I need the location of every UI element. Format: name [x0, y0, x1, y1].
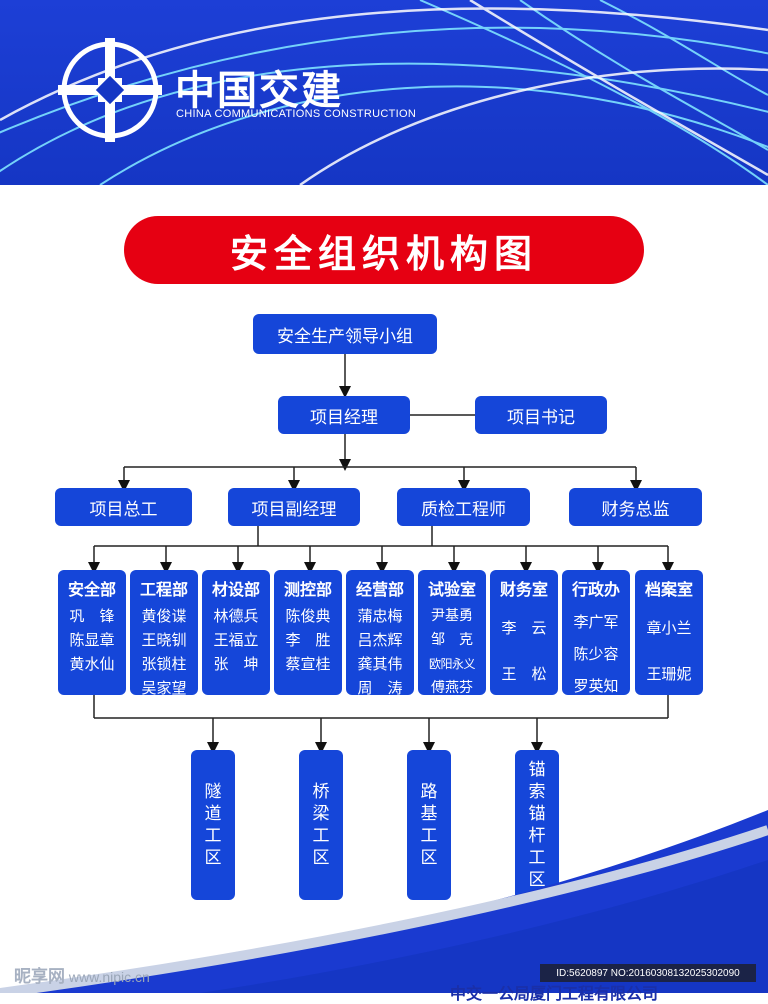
dept-member: 李广军 — [573, 613, 619, 631]
dept-name: 安全部 — [67, 580, 116, 599]
leadership-group-box: 安全生产领导小组 — [253, 314, 437, 354]
zone-bridge: 桥梁工区 — [299, 750, 343, 900]
dept-archives: 档案室 章小兰 王珊妮 — [635, 570, 703, 695]
image-id-strip: ID:5620897 NO:20160308132025302090 — [540, 964, 756, 982]
dept-member: 王 松 — [501, 665, 547, 683]
footer-company: 中交一公局厦门工程有限公司 — [450, 984, 659, 1003]
dept-operations: 经营部 蒲忠梅 吕杰辉 龚其伟 周 涛 — [346, 570, 414, 697]
dept-member: 罗英知 — [573, 677, 619, 695]
dept-member: 陈显章 — [69, 631, 115, 649]
header-banner: 中国交建 CHINA COMMUNICATIONS CONSTRUCTION — [0, 0, 768, 185]
dept-name: 试验室 — [427, 580, 476, 599]
dept-survey: 测控部 陈俊典 李 胜 蔡宣桂 — [274, 570, 342, 695]
watermark-brand: 昵享网 — [14, 967, 65, 986]
dept-finance: 财务室 李 云 王 松 — [490, 570, 558, 695]
dept-materials: 材设部 林德兵 王福立 张 坤 — [202, 570, 270, 695]
zone-label: 锚索锚杆工区 — [528, 760, 546, 890]
zone-tunnel: 隧道工区 — [191, 750, 235, 900]
watermark-url: www.nipic.cn — [68, 969, 150, 985]
dept-member: 蒲忠梅 — [357, 607, 403, 625]
title-banner: 安全组织机构图 — [124, 216, 644, 284]
quality-engineer-box: 质检工程师 — [397, 488, 530, 526]
dept-member: 龚其伟 — [357, 655, 403, 673]
dept-member: 张锁柱 — [141, 655, 187, 673]
ccc-logo-icon — [58, 38, 162, 142]
dept-member: 吕杰辉 — [357, 631, 403, 649]
dept-member: 蔡宣桂 — [285, 655, 331, 673]
dept-name: 行政办 — [571, 580, 620, 599]
dept-member: 王珊妮 — [646, 665, 692, 683]
dept-name: 财务室 — [499, 580, 548, 599]
finance-director-box: 财务总监 — [569, 488, 702, 526]
dept-member: 周 涛 — [357, 679, 403, 697]
dept-name: 经营部 — [355, 580, 404, 599]
dept-engineering: 工程部 黄俊谍 王晓钏 张锁柱 吴家望 — [130, 570, 198, 697]
footer-curve — [0, 810, 768, 993]
zone-label: 桥梁工区 — [312, 782, 330, 868]
watermark: 昵享网 www.nipic.cn — [14, 962, 150, 987]
page-title: 安全组织机构图 — [229, 231, 538, 276]
dept-safety: 安全部 巩 锋 陈显章 黄水仙 — [58, 570, 126, 695]
dept-member: 尹基勇 — [431, 608, 473, 624]
dept-member: 林德兵 — [213, 607, 259, 625]
dept-name: 档案室 — [644, 580, 693, 599]
dept-member: 欧阳永义 — [428, 657, 476, 671]
project-manager-box: 项目经理 — [278, 396, 410, 434]
dept-member: 邹 克 — [431, 632, 473, 648]
dept-member: 黄水仙 — [69, 655, 115, 673]
chief-engineer-box: 项目总工 — [55, 488, 192, 526]
dept-member: 黄俊谍 — [141, 607, 187, 625]
dept-name: 工程部 — [139, 580, 188, 599]
zone-label: 路基工区 — [420, 782, 438, 868]
deputy-manager-box: 项目副经理 — [228, 488, 360, 526]
dept-member: 陈俊典 — [285, 607, 331, 625]
dept-member: 傅燕芬 — [431, 680, 473, 696]
brand-name-en: CHINA COMMUNICATIONS CONSTRUCTION — [176, 108, 417, 120]
zone-roadbed: 路基工区 — [407, 750, 451, 900]
dept-member: 李 云 — [501, 619, 547, 637]
brand-name-cn: 中国交建 — [175, 68, 343, 114]
dept-name: 材设部 — [211, 580, 260, 599]
dept-laboratory: 试验室 尹基勇 邹 克 欧阳永义 傅燕芬 — [418, 570, 486, 696]
dept-member: 王晓钏 — [141, 631, 187, 649]
zone-anchor: 锚索锚杆工区 — [515, 750, 559, 900]
dept-member: 王福立 — [213, 631, 259, 649]
project-secretary-box: 项目书记 — [475, 396, 607, 434]
dept-name: 测控部 — [283, 580, 332, 599]
dept-member: 章小兰 — [646, 619, 692, 637]
dept-member: 巩 锋 — [69, 607, 115, 625]
dept-member: 陈少容 — [573, 645, 619, 663]
dept-member: 吴家望 — [141, 679, 187, 697]
zone-label: 隧道工区 — [204, 782, 222, 868]
dept-member: 张 坤 — [213, 655, 259, 673]
dept-admin: 行政办 李广军 陈少容 罗英知 — [562, 570, 630, 695]
dept-member: 李 胜 — [285, 631, 331, 649]
